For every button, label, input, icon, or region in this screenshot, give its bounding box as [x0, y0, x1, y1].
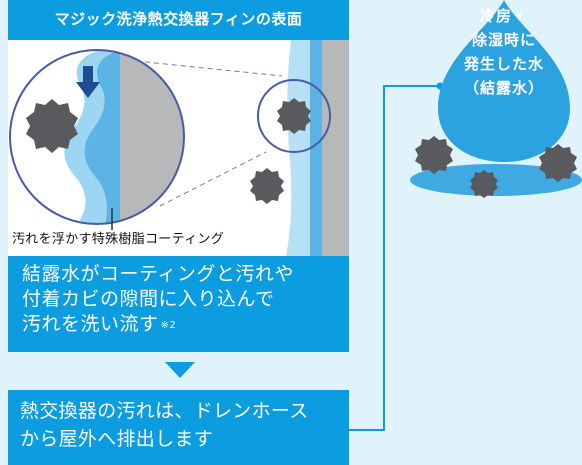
condensation-line-4: （結露水） [463, 79, 544, 97]
description-line-2: 付着カビの隙間に入り込んで [22, 288, 275, 310]
condensation-line-2: 除湿時に [471, 31, 536, 49]
description-line-3-wrap: 汚れを洗い流す※2 [22, 312, 294, 338]
drain-text: 熱交換器の汚れは、ドレンホース から屋外へ排出します [20, 397, 309, 453]
magnified-circle [9, 49, 185, 225]
description-line-1: 結露水がコーティングと汚れや [22, 263, 294, 285]
condensation-label: 冷房・ 除湿時に 発生した水 （結露水） [442, 4, 566, 100]
condensation-line-3: 発生した水 [463, 55, 544, 73]
magnified-coating [84, 50, 120, 224]
zoom-guide-line-bottom [159, 151, 267, 207]
fin-gray-plate [322, 40, 349, 256]
description-line-3: 汚れを洗い流す [22, 313, 159, 335]
zoom-guide-line-top [135, 60, 283, 77]
panel-title: マジック洗浄熱交換器フィンの表面 [8, 0, 349, 40]
connector-line [349, 85, 440, 431]
water-drop [438, 0, 570, 162]
zoom-target-circle [257, 79, 331, 153]
drain-box [8, 390, 349, 465]
water-flow-arrow-head [76, 82, 100, 98]
dirt-particle-drop-right [539, 144, 577, 182]
condensation-line-1: 冷房・ [479, 7, 528, 25]
drain-line-1: 熱交換器の汚れは、ドレンホース [20, 400, 309, 422]
fin-surface-illustration [9, 40, 349, 256]
drain-line-2: から屋外へ排出します [20, 428, 214, 450]
dirt-particle-large [26, 99, 78, 153]
water-flow-arrow-shaft [83, 66, 93, 84]
coating-label: 汚れを浮かす特殊樹脂コーティング [12, 232, 225, 247]
dirt-particle-fin [250, 168, 284, 204]
description-text: 結露水がコーティングと汚れや 付着カビの隙間に入り込んで 汚れを洗い流す※2 [22, 262, 294, 338]
footnote-mark: ※2 [160, 320, 177, 331]
fin-water-layer [286, 40, 310, 256]
fin-blue-layer [310, 40, 322, 256]
down-arrow-icon [165, 362, 195, 378]
description-box [8, 256, 349, 352]
dirt-particle-drop-left [415, 136, 453, 174]
dirt-particle-small [277, 98, 311, 134]
dirt-particle-drop-middle [470, 170, 498, 198]
